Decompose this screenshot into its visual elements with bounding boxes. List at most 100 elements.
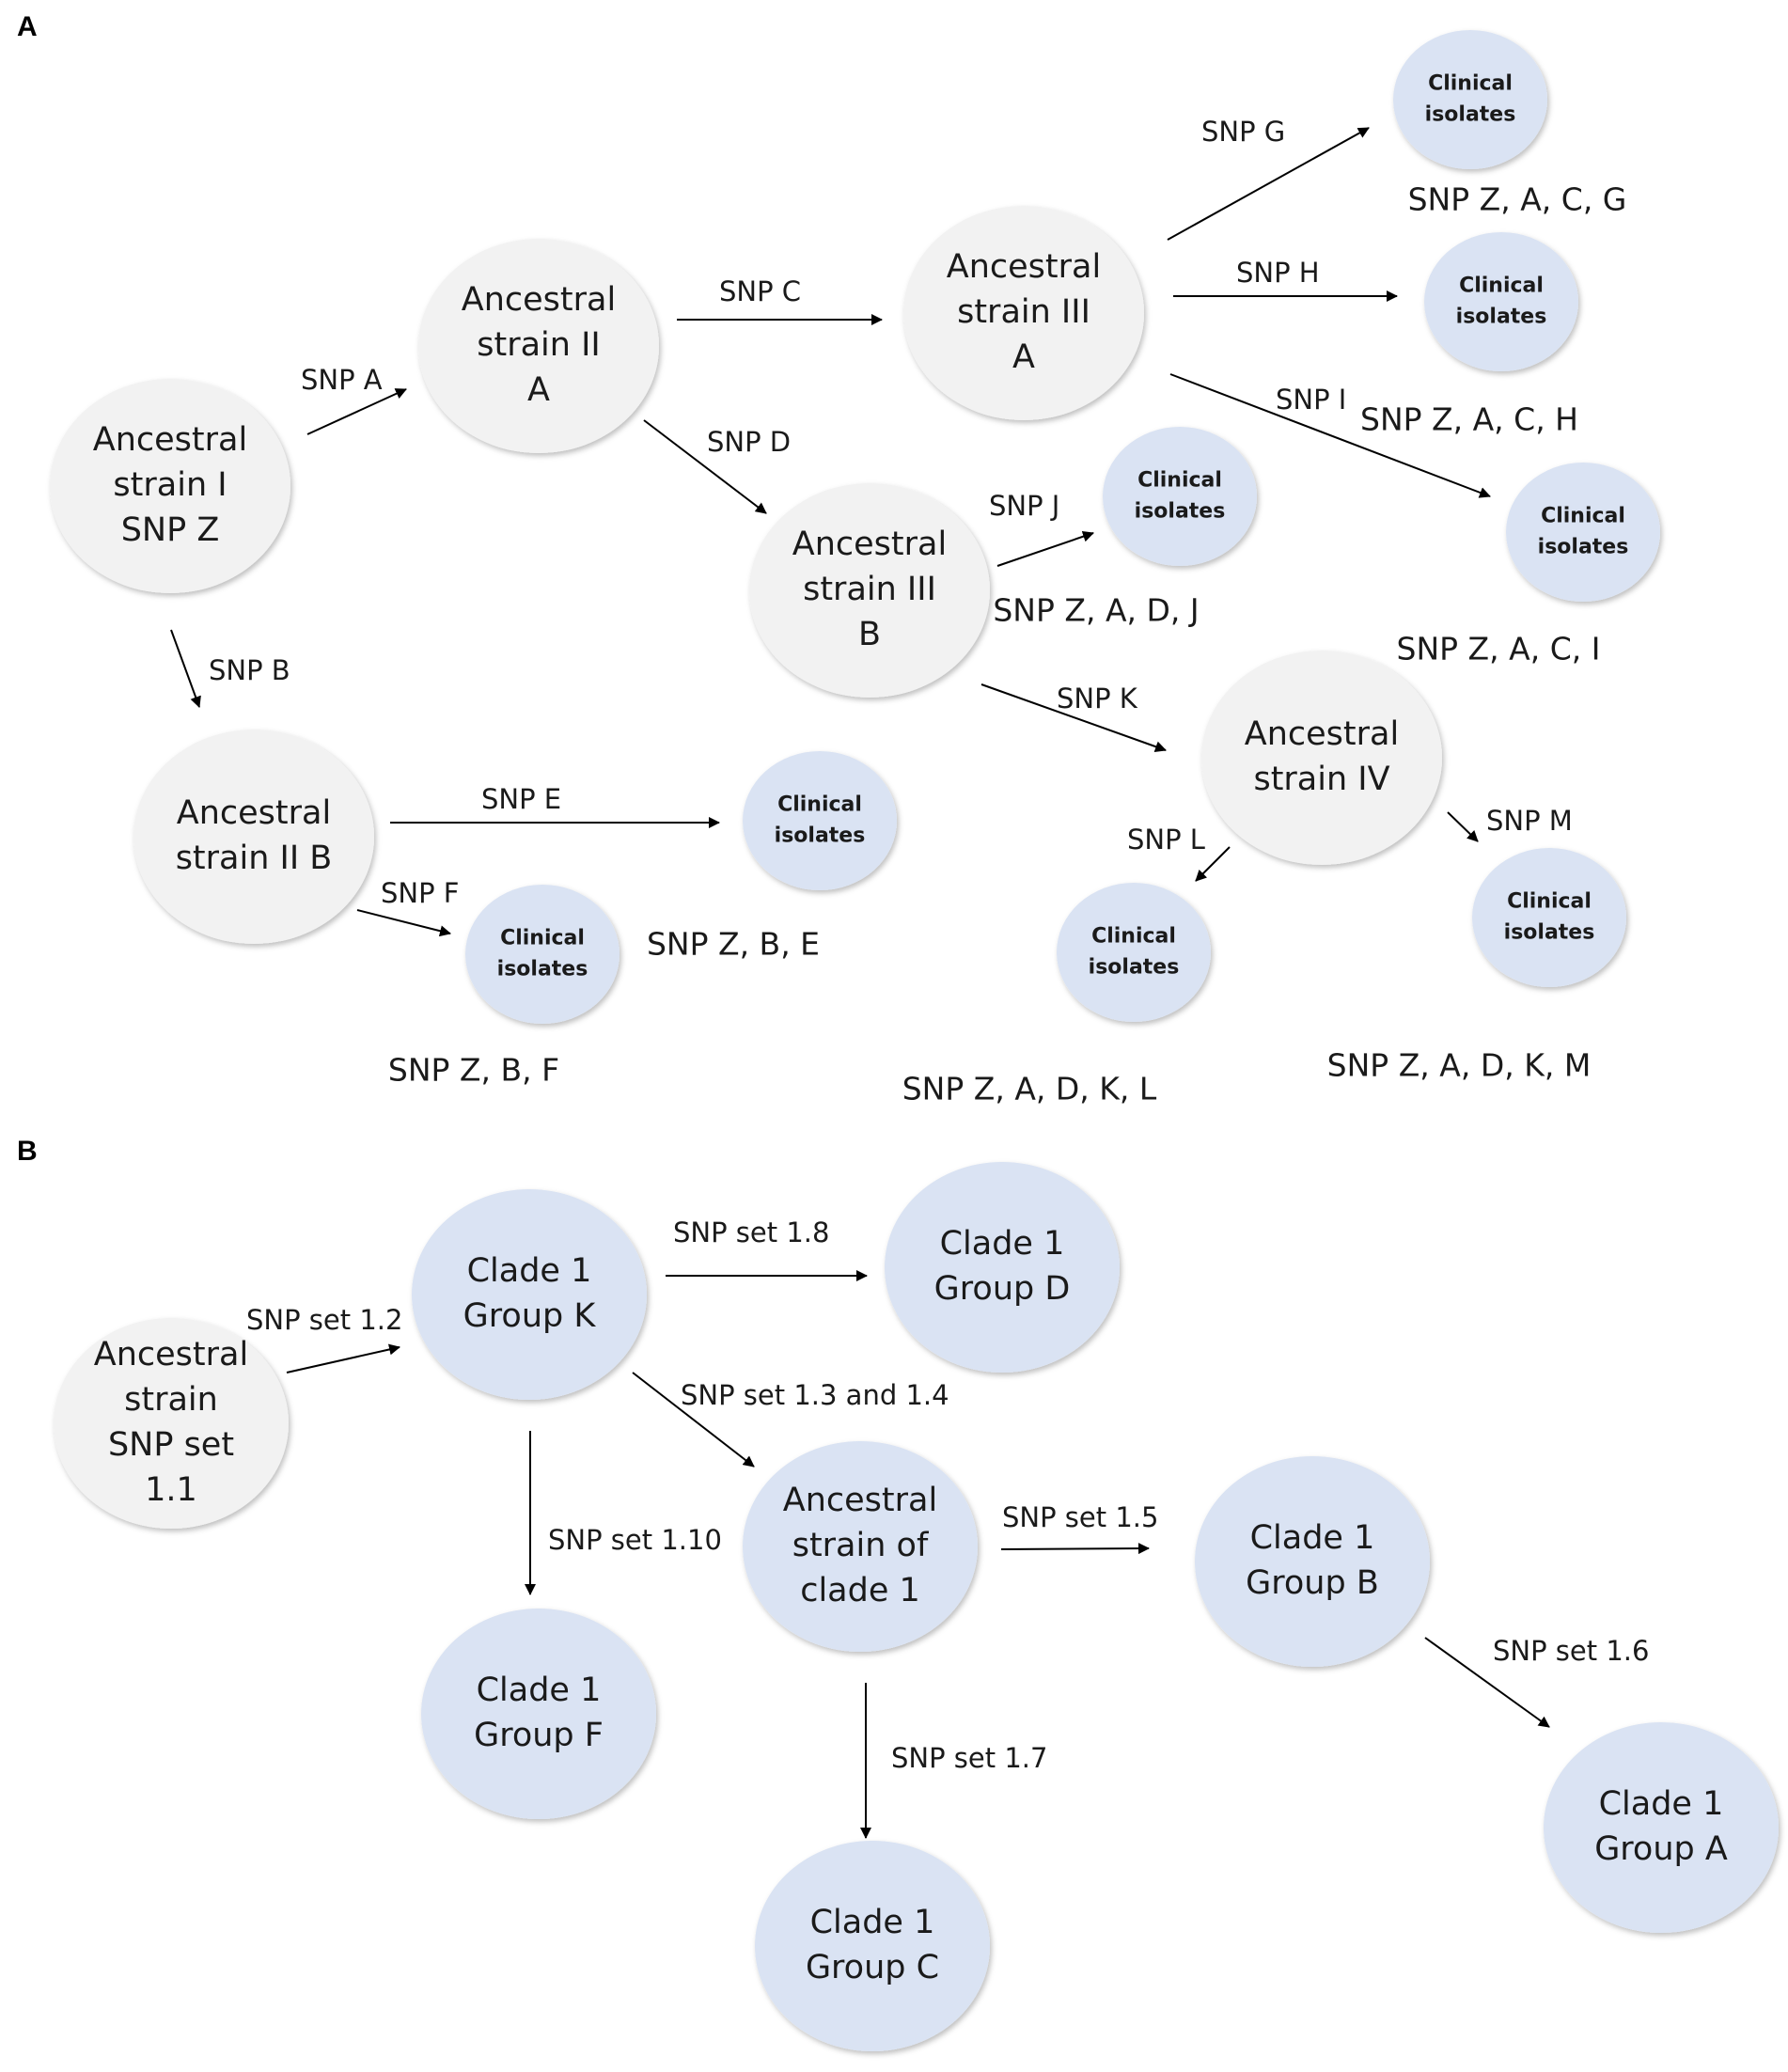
node-text-anc2a-1: strain II xyxy=(477,326,600,364)
node-text-b_f-0: Clade 1 xyxy=(477,1672,602,1709)
node-text-b_anc-0: Ancestral xyxy=(94,1336,248,1373)
node-b_k: Clade 1 Group K xyxy=(412,1189,647,1400)
edge-label-e_i: SNP I xyxy=(1276,384,1346,416)
node-text-b_ancc-1: strain of xyxy=(792,1527,929,1564)
edge-label-e_m: SNP M xyxy=(1486,805,1573,837)
edge-arrow-be_15 xyxy=(1000,1543,1150,1555)
edge-arrow-e_i xyxy=(1169,373,1491,498)
node-shape-ci_g xyxy=(1393,30,1547,169)
edge-label-e_b: SNP B xyxy=(209,654,290,686)
node-anc2b: Ancestral strain II B xyxy=(133,730,374,944)
snp-summary-s_m: SNP Z, A, D, K, M xyxy=(1327,1047,1592,1084)
snp-summary-s_f: SNP Z, B, F xyxy=(388,1052,559,1089)
node-text-b_f-1: Group F xyxy=(474,1717,604,1754)
edge-arrow-e_a xyxy=(306,388,407,435)
node-text-anc3b-2: B xyxy=(858,616,881,653)
edge-label-be_134: SNP set 1.3 and 1.4 xyxy=(681,1379,949,1411)
panel-label-a: A xyxy=(17,11,38,42)
node-b_b: Clade 1 Group B xyxy=(1195,1456,1430,1667)
node-shape-anc3b xyxy=(749,483,990,698)
node-text-b_b-0: Clade 1 xyxy=(1250,1519,1375,1557)
edge-arrow-be_134 xyxy=(632,1372,755,1468)
node-text-ci_i-1: isolates xyxy=(1538,536,1629,559)
node-text-ci_g-0: Clinical xyxy=(1428,72,1513,96)
snp-summary-s_l: SNP Z, A, D, K, L xyxy=(902,1071,1157,1107)
node-text-b_ancc-0: Ancestral xyxy=(783,1482,937,1519)
snp-summary-s_j: SNP Z, A, D, J xyxy=(993,592,1199,629)
node-shape-b_a xyxy=(1544,1722,1779,1933)
node-text-anc3b-0: Ancestral xyxy=(792,526,947,563)
edge-label-e_j: SNP J xyxy=(989,490,1059,522)
snp-summary-s_g: SNP Z, A, C, G xyxy=(1408,181,1627,218)
node-text-ci_f-1: isolates xyxy=(497,958,588,981)
node-text-anc1-0: Ancestral xyxy=(93,421,247,459)
node-anc2a: Ancestral strain II A xyxy=(418,239,659,453)
node-text-anc2a-2: A xyxy=(527,371,550,409)
edge-arrow-be_16 xyxy=(1424,1637,1550,1728)
node-text-ci_f-0: Clinical xyxy=(500,927,585,950)
node-text-anc2a-0: Ancestral xyxy=(462,281,616,319)
edge-arrow-e_d xyxy=(643,419,767,514)
node-shape-ci_j xyxy=(1103,427,1257,566)
node-shape-b_anc xyxy=(54,1318,289,1529)
node-shape-b_c xyxy=(755,1841,990,2051)
node-text-anc4-1: strain IV xyxy=(1253,761,1389,798)
edge-label-e_h: SNP H xyxy=(1236,257,1320,289)
node-shape-b_b xyxy=(1195,1456,1430,1667)
node-shape-ci_e xyxy=(743,751,897,890)
node-text-anc2b-1: strain II B xyxy=(176,840,333,877)
node-shape-anc4 xyxy=(1201,651,1442,865)
node-text-b_k-0: Clade 1 xyxy=(467,1252,592,1290)
node-shape-anc2a xyxy=(418,239,659,453)
snp-summary-s_i: SNP Z, A, C, I xyxy=(1397,631,1601,667)
node-ci_f: Clinical isolates xyxy=(465,885,620,1024)
node-text-b_k-1: Group K xyxy=(463,1297,597,1335)
node-text-b_anc-3: 1.1 xyxy=(145,1471,197,1509)
node-text-b_d-0: Clade 1 xyxy=(940,1225,1065,1263)
edge-arrow-e_g xyxy=(1167,127,1370,241)
node-text-ci_i-0: Clinical xyxy=(1541,505,1625,528)
node-text-ci_m-0: Clinical xyxy=(1507,890,1592,914)
edge-label-be_12: SNP set 1.2 xyxy=(246,1304,402,1336)
edge-arrow-e_j xyxy=(996,530,1094,567)
edge-arrow-be_12 xyxy=(286,1343,400,1373)
edge-label-be_15: SNP set 1.5 xyxy=(1002,1501,1158,1533)
node-b_f: Clade 1 Group F xyxy=(421,1609,656,1819)
node-text-ci_e-1: isolates xyxy=(775,824,866,848)
node-text-anc3a-0: Ancestral xyxy=(947,248,1101,286)
node-shape-ci_m xyxy=(1472,848,1626,987)
edge-arrow-e_f xyxy=(356,909,451,937)
node-text-b_b-1: Group B xyxy=(1246,1564,1379,1602)
node-anc3b: Ancestral strain III B xyxy=(749,483,990,698)
node-b_ancc: Ancestral strain of clade 1 xyxy=(743,1441,978,1652)
node-shape-ci_l xyxy=(1057,883,1211,1022)
node-shape-anc1 xyxy=(50,379,290,593)
edge-label-be_18: SNP set 1.8 xyxy=(673,1217,829,1248)
edge-label-e_c: SNP C xyxy=(719,275,801,307)
edge-label-e_g: SNP G xyxy=(1201,116,1285,148)
node-text-anc2b-0: Ancestral xyxy=(177,794,331,832)
node-text-ci_l-1: isolates xyxy=(1089,956,1180,980)
node-text-b_c-1: Group C xyxy=(806,1949,939,1986)
node-text-anc3b-1: strain III xyxy=(803,571,936,608)
node-text-ci_h-0: Clinical xyxy=(1459,275,1544,298)
node-text-b_ancc-2: clade 1 xyxy=(800,1572,920,1609)
node-shape-anc3a xyxy=(903,206,1144,420)
node-shape-anc2b xyxy=(133,730,374,944)
edge-label-be_110: SNP set 1.10 xyxy=(548,1524,722,1556)
